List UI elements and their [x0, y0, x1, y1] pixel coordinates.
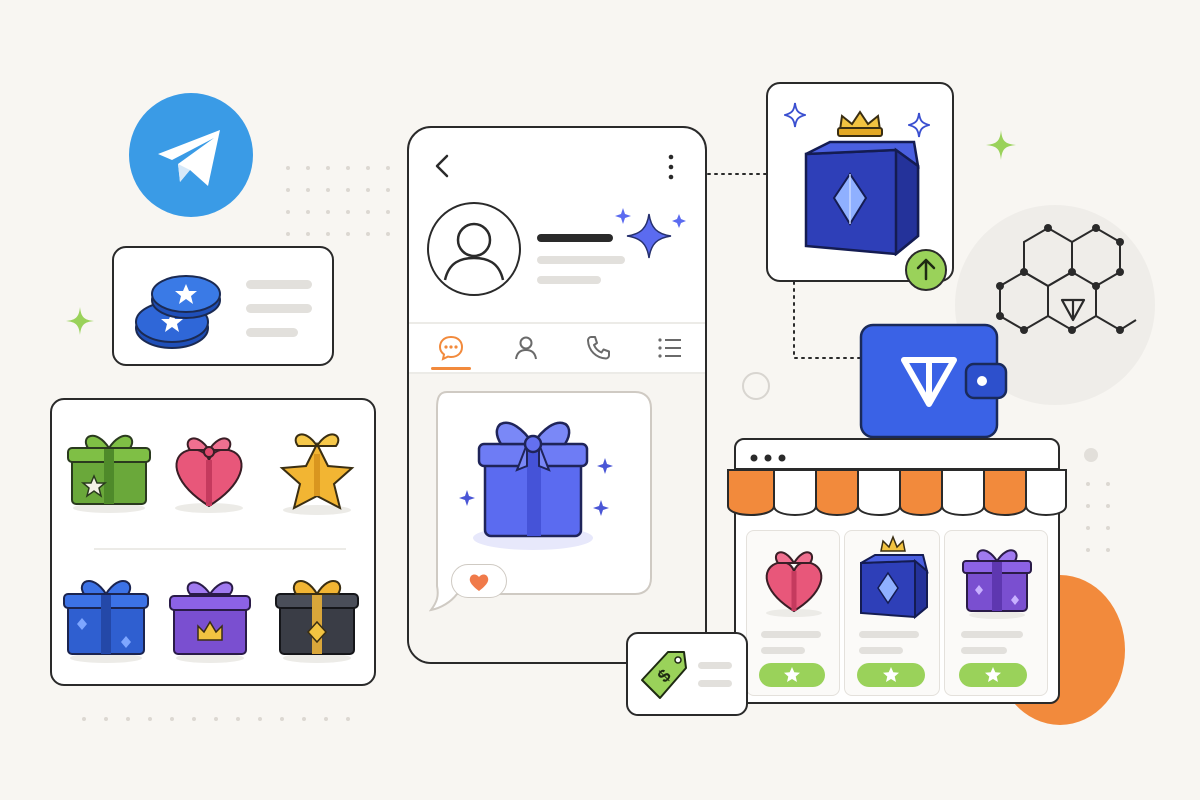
placeholder-line — [859, 647, 903, 654]
placeholder-line — [246, 304, 312, 313]
dotted-connector — [707, 173, 861, 359]
profile-status-placeholder — [537, 256, 625, 264]
gift-box-icon[interactable] — [449, 400, 619, 560]
profile-name-placeholder — [537, 234, 613, 242]
purple-gift-icon — [962, 549, 1032, 619]
person-icon[interactable] — [513, 334, 539, 362]
green-sparkle-icon — [986, 130, 1016, 160]
chevron-left-icon[interactable] — [431, 152, 455, 180]
blue-sparkle-icon — [615, 208, 686, 259]
star-icon — [985, 667, 1001, 682]
gold-star-gift-icon[interactable] — [272, 424, 362, 516]
shop-item[interactable] — [746, 530, 840, 696]
crowned-cube-icon — [804, 110, 920, 256]
dot-grid-left — [286, 166, 390, 236]
user-avatar-icon[interactable] — [425, 200, 523, 298]
divider — [94, 548, 346, 550]
placeholder-line — [246, 328, 298, 337]
heart-reaction-icon — [469, 574, 489, 591]
pink-heart-gift-icon — [765, 551, 823, 617]
placeholder-line — [246, 280, 312, 289]
pink-heart-gift-icon[interactable] — [164, 426, 254, 514]
placeholder-line — [698, 662, 732, 669]
divider — [409, 322, 705, 324]
nft-upgrade-card[interactable] — [766, 82, 954, 291]
dot-grid-right — [1086, 482, 1110, 552]
black-gold-gift-icon[interactable] — [274, 568, 360, 664]
ton-wallet-icon[interactable] — [858, 322, 1008, 440]
chat-bubble-icon[interactable] — [437, 334, 465, 362]
small-dot-decoration — [1084, 448, 1098, 462]
star-coins-icon — [135, 275, 221, 349]
dot-row-bottom — [82, 717, 350, 721]
blue-sparkle-icon — [784, 102, 806, 128]
placeholder-line — [859, 631, 919, 638]
star-icon — [883, 667, 899, 682]
shop-item[interactable] — [944, 530, 1048, 696]
placeholder-line — [761, 647, 805, 654]
blue-diamond-gift-icon[interactable] — [62, 566, 150, 664]
phone-icon[interactable] — [585, 334, 611, 362]
window-controls-icon — [750, 454, 786, 462]
divider — [409, 372, 705, 374]
storefront-awning — [727, 469, 1067, 516]
crowned-cube-icon — [860, 535, 929, 619]
buy-button[interactable] — [759, 663, 825, 687]
arrow-up-icon[interactable] — [904, 248, 948, 292]
phone-mockup — [407, 126, 707, 664]
green-gift-icon[interactable] — [66, 422, 152, 514]
profile-status-placeholder — [537, 276, 601, 284]
list-icon[interactable] — [657, 336, 683, 360]
telegram-logo-icon — [129, 93, 253, 217]
hexagon-network-icon — [996, 224, 1137, 334]
placeholder-line — [961, 647, 1007, 654]
blue-sparkle-icon — [908, 112, 930, 138]
price-tag-card[interactable]: $ — [626, 632, 748, 716]
dollar-tag-icon: $ — [641, 651, 687, 699]
shop-item[interactable] — [844, 530, 940, 696]
active-tab-indicator — [431, 367, 471, 370]
placeholder-line — [698, 680, 732, 687]
purple-crown-gift-icon[interactable] — [168, 570, 252, 664]
buy-button[interactable] — [857, 663, 925, 687]
heart-reaction-chip[interactable] — [451, 564, 507, 598]
gift-collection-card — [50, 398, 376, 686]
placeholder-line — [961, 631, 1023, 638]
placeholder-line — [761, 631, 821, 638]
green-sparkle-icon — [66, 307, 94, 335]
buy-button[interactable] — [959, 663, 1027, 687]
ring-decoration — [742, 372, 770, 400]
star-icon — [784, 667, 800, 682]
stars-balance-card — [112, 246, 334, 366]
more-vertical-icon[interactable] — [663, 152, 679, 182]
